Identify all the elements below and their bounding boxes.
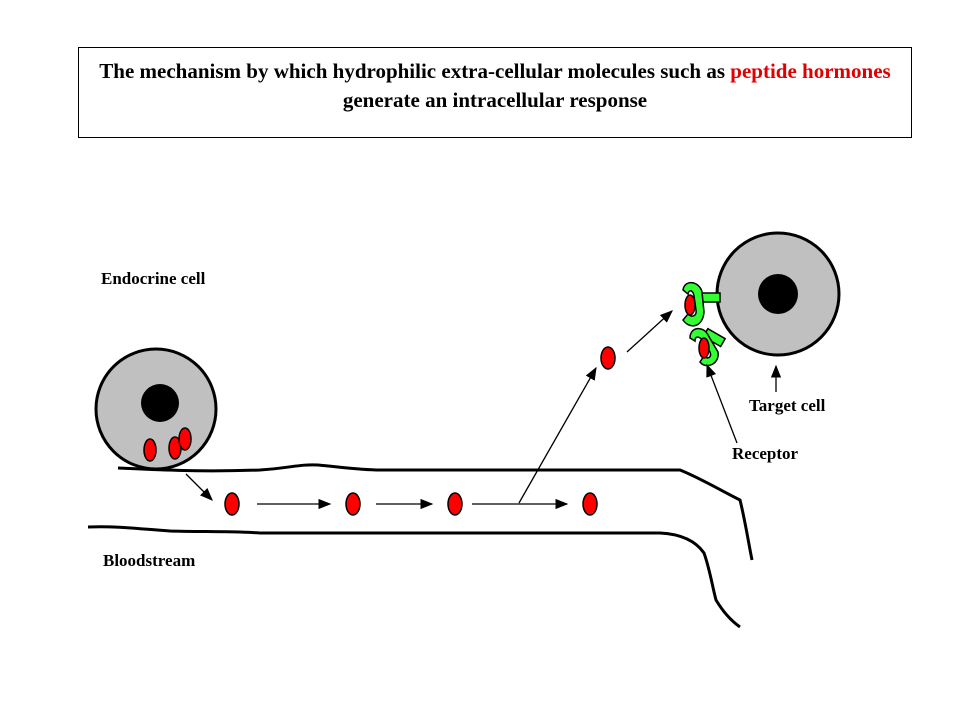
title-text-part2: generate an intracellular response [342,88,648,112]
target-cell-label: Target cell [749,396,826,415]
title-box: The mechanism by which hydrophilic extra… [78,47,912,138]
flow-arrows [185,310,782,510]
arrow-release [185,473,213,501]
endocrine-cell [94,347,218,471]
arrow-exit [518,366,597,504]
hormone-molecule [345,492,361,516]
hormone-molecule [600,346,616,370]
arrow-receptor-label [706,363,738,444]
hormone-molecule [582,492,598,516]
title-text-part1: The mechanism by which hydrophilic extra… [99,59,726,83]
bound-hormone [698,337,710,359]
endocrine-cell-label: Endocrine cell [101,269,206,288]
bound-hormone [684,294,696,316]
vessel-upper-wall [117,463,754,561]
hormone-molecule [224,492,240,516]
target-nucleus [758,274,798,314]
hormone-granule [143,438,157,462]
hormone-granule [178,427,192,451]
title-highlight: peptide hormones [730,59,891,83]
hormone-molecule [447,492,463,516]
target-cell [715,231,841,357]
receptor-label: Receptor [732,444,799,463]
bloodstream-label: Bloodstream [103,551,196,570]
vessel-lower-wall [87,525,741,629]
arrow-to-receptor [626,310,673,353]
endocrine-nucleus [141,384,179,422]
